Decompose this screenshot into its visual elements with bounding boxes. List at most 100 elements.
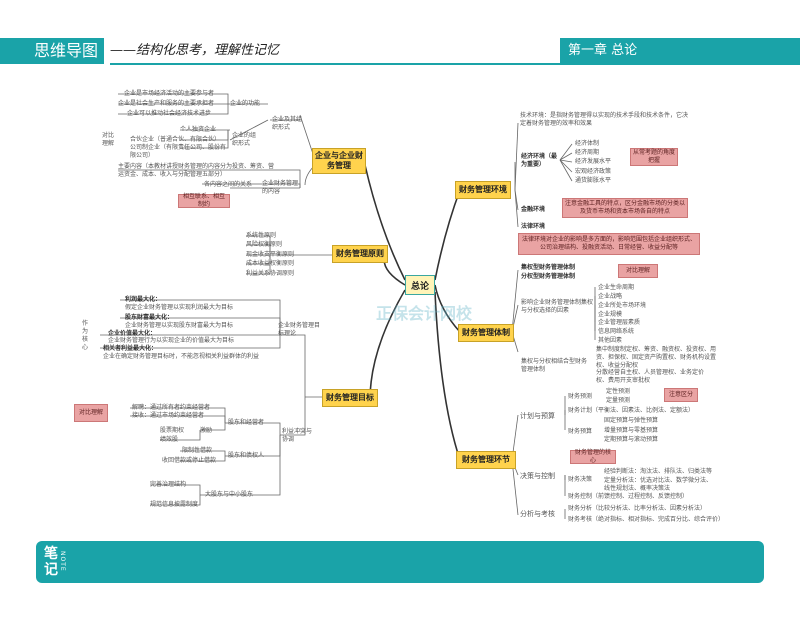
goal-theory-4-desc: 企业在确定财务管理目标时，不能忽视相关利益群体的利益 [103, 353, 260, 360]
enterprise-forms-sub: 企业的组织形式 [232, 132, 257, 147]
system-factor-1: 企业生命周期 [598, 284, 635, 291]
cycle-analysis: 财务分析（比较分析法、比率分析法、因素分析法） [568, 505, 707, 512]
env-econ-4: 宏观经济政策 [575, 168, 612, 175]
system-factors-label: 影响企业财务管理体制集权与分权选择的因素 [521, 299, 594, 314]
cycle-forecast-1: 定性预测 [606, 388, 631, 395]
cycle-decision-label: 决策与控制 [520, 472, 555, 480]
node-environment: 财务管理环境 [455, 181, 511, 199]
env-law-label: 法律环境 [521, 223, 546, 230]
cycle-planning: 财务计划（平衡法、因素法、比例法、定额法） [568, 407, 695, 414]
goals-creditor-item-1: 限制性借款 [182, 447, 213, 454]
goals-conflict-label: 利益冲突与协调 [282, 428, 313, 443]
env-finance-label: 金融环境 [521, 206, 546, 213]
enterprise-function-1: 企业是市场经济活动的主要参与者 [124, 90, 215, 97]
env-finance-note: 注意金融工具的特点，区分金融市场的分类以及货币市场和资本市场各自的特点 [562, 198, 688, 218]
system-factor-5: 企业管理层素质 [598, 319, 641, 326]
cycle-forecast: 财务预测 [568, 393, 593, 400]
env-econ-note: 从常考题的角度把握 [630, 148, 678, 166]
goals-minor-item-2: 规范信息披露制度 [150, 501, 199, 508]
goals-creditor-label: 股东和债权人 [228, 452, 265, 459]
goals-owner-label: 股东和经营者 [228, 419, 265, 426]
cycle-budget: 财务预算 [568, 428, 593, 435]
env-econ-3: 经济发展水平 [575, 158, 612, 165]
goals-creditor-item-2: 收回借款或停止借款 [162, 457, 217, 464]
goal-theory-2-name: 股东财富最大化： [125, 314, 174, 321]
form-corporation: 公司制企业（有限责任公司、股份有限公司） [130, 144, 227, 159]
notes-panel[interactable] [36, 541, 764, 583]
cycle-decision-core: 财务管理的核心 [570, 449, 616, 464]
notes-title: 笔记 [44, 546, 58, 578]
env-tech: 技术环境：是指财务管理得以实现的技术手段和技术条件，它决定着财务管理的效率和效果 [520, 112, 689, 127]
principle-3: 现金收支平衡原则 [246, 251, 295, 258]
center-node: 总论 [405, 275, 435, 295]
goals-compare-label: 作为核心 [82, 320, 89, 351]
enterprise-forms-label: 企业及其组织形式 [272, 116, 303, 131]
header-slogan: ——结构化思考，理解性记忆 [110, 43, 280, 58]
goals-owner-sub: 激励 [200, 427, 213, 434]
node-principles: 财务管理原则 [332, 245, 388, 263]
goal-theory-4-name: 相关者利益最大化： [103, 345, 158, 352]
goals-owner-note: 对比理解 [74, 404, 108, 422]
cycle-forecast-note: 注意区分 [664, 388, 698, 402]
cycle-budget-3: 定期预算与滚动预算 [604, 436, 659, 443]
goal-theory-1-name: 利润最大化： [125, 296, 162, 303]
goal-theory-3-name: 企业价值最大化： [108, 330, 157, 337]
system-central: 集权型财务管理体制 [521, 264, 576, 271]
cycle-analysis-label: 分析与考核 [520, 510, 555, 518]
cycle-budget-2: 增量预算与零基预算 [604, 427, 659, 434]
node-cycle: 财务管理环节 [456, 451, 516, 469]
enterprise-content-relation: 各内容之间的关系 [204, 181, 253, 188]
watermark: 正保会计网校 [376, 304, 473, 323]
goals-owner-item-4: 绩效股 [160, 436, 179, 443]
cycle-assessment: 财务考核（绝对指标、相对指标、完成百分比、综合评价） [568, 516, 725, 523]
enterprise-compare-label: 对比理解 [102, 132, 115, 147]
goals-owner-item-2: 接收：通过市场约束经营者 [132, 412, 205, 419]
goal-theory-3-desc: 企业财务管理行为以实现企业的价值最大为目标 [108, 337, 235, 344]
goals-theory-label: 企业财务管理目标理论 [278, 322, 321, 337]
enterprise-function-label: 企业的功能 [230, 100, 261, 107]
cycle-decision: 财务决策 [568, 476, 593, 483]
principle-4: 成本收益权衡原则 [246, 260, 295, 267]
env-econ-1: 经济体制 [575, 140, 600, 147]
system-factor-2: 企业战略 [598, 293, 623, 300]
cycle-forecast-2: 定量预测 [606, 397, 631, 404]
enterprise-function-2: 企业是社会生产和服务的主要承担者 [118, 100, 215, 107]
env-econ-label: 经济环境（最为重要） [521, 153, 558, 168]
cycle-budget-1: 固定预算与弹性预算 [604, 417, 659, 424]
enterprise-function-3: 企业可以推动社会经济技术进步 [127, 110, 212, 117]
system-factor-6: 信息网络系统 [598, 328, 635, 335]
system-decentral: 分权型财务管理体制 [521, 273, 576, 280]
form-sole-proprietor: 个人独资企业 [180, 126, 217, 133]
node-enterprise: 企业与企业财务管理 [312, 148, 366, 174]
chapter-title: 第一章 总论 [560, 38, 800, 64]
node-goals: 财务管理目标 [322, 389, 378, 407]
cycle-control: 财务控制（前馈控制、过程控制、反馈控制） [568, 493, 689, 500]
goals-minor-item-1: 完善治理结构 [150, 481, 187, 488]
principle-2: 风险权衡原则 [246, 241, 283, 248]
header-section-tab: 思维导图 [0, 38, 104, 64]
cycle-decision-1: 经验判断法：淘汰法、排队法、归类法等 [604, 468, 713, 475]
system-compare: 对比理解 [618, 264, 658, 278]
goal-theory-1-desc: 假定企业财务管理以实现利润最大为目标 [125, 304, 234, 311]
cycle-plan-label: 计划与预算 [520, 412, 555, 420]
enterprise-content-label: 企业财务管理的内容 [262, 180, 299, 195]
goals-minor-label: 大股东与中小股东 [205, 491, 254, 498]
enterprise-content-main: 主要内容（本教材讲授财务管理的内容分为投资、筹资、营运资金、成本、收入与分配管理… [118, 163, 275, 178]
env-econ-5: 通货膨胀水平 [575, 177, 612, 184]
system-mixed-2: 分散经营自主权、人员管理权、业务定价权、费用开支审批权 [596, 369, 705, 384]
goals-owner-item-1: 解聘：通过所有者约束经营者 [132, 404, 211, 411]
system-mixed-label: 集权与分权相结合型财务管理体制 [521, 358, 588, 373]
env-econ-2: 经济周期 [575, 149, 600, 156]
principle-5: 利益关系协调原则 [246, 270, 295, 277]
form-partnership: 合伙企业（普通合伙、有限合伙） [130, 136, 221, 143]
system-mixed-1: 集中制度制定权、筹资、融资权、投资权、用资、担保权、固定资产购置权、财务机构设置… [596, 346, 717, 369]
system-factor-7: 其他因素 [598, 337, 623, 344]
node-system: 财务管理体制 [458, 324, 514, 342]
system-factor-4: 企业规模 [598, 311, 623, 318]
goal-theory-2-desc: 企业财务管理以实现股东财富最大为目标 [125, 322, 234, 329]
goals-owner-item-3: 股票期权 [160, 427, 185, 434]
principle-1: 系统性原则 [246, 232, 277, 239]
cycle-decision-2: 定量分析法：优选对比法、数学微分法、线性规划法、概率决策法 [604, 477, 713, 492]
enterprise-content-note: 相互联系、相互制约 [178, 193, 230, 208]
header-rule [110, 63, 800, 65]
